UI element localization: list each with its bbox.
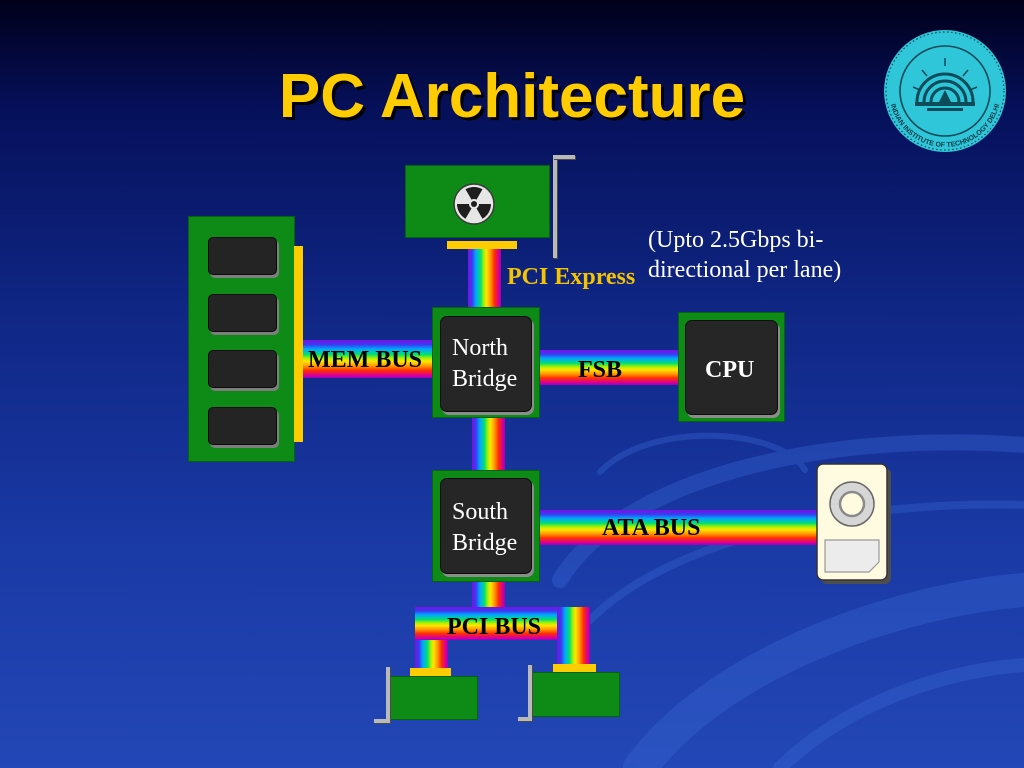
north-bridge-label-line1: North bbox=[452, 335, 508, 361]
pci-bus-label: PCI BUS bbox=[447, 614, 542, 640]
pci-card-left-bracket-vertical bbox=[386, 667, 390, 723]
pci-slot-right-connector bbox=[553, 664, 596, 672]
pci-card-right-bracket-vertical bbox=[528, 665, 532, 721]
pci-slot-left-link bbox=[415, 640, 448, 669]
ata-bus bbox=[540, 510, 820, 545]
slide-title: PC Architecture bbox=[278, 62, 746, 131]
south-bridge-label-line1: South bbox=[452, 499, 509, 525]
mem-bus-label: MEM BUS bbox=[308, 347, 422, 373]
pci-express-bracket-vertical bbox=[553, 155, 557, 258]
hard-disk-icon bbox=[816, 463, 891, 584]
south-bridge-label-line2: Bridge bbox=[452, 530, 518, 556]
memory-chip bbox=[208, 294, 277, 332]
north-bridge-chip bbox=[440, 316, 532, 412]
mem-bus bbox=[302, 340, 434, 378]
ata-bus-label: ATA BUS bbox=[602, 515, 701, 541]
fan-icon bbox=[453, 183, 495, 225]
cpu-label: CPU bbox=[705, 357, 755, 383]
memory-chip bbox=[208, 237, 277, 275]
north-south-link bbox=[472, 418, 505, 471]
pci-express-bracket-top bbox=[553, 155, 575, 159]
south-pci-link bbox=[472, 582, 505, 608]
pci-express-link bbox=[468, 249, 501, 308]
pci-card-right-bracket-bottom bbox=[518, 717, 532, 721]
south-bridge-chip bbox=[440, 478, 532, 574]
pci-card-left bbox=[390, 676, 478, 720]
pci-slot-right-link bbox=[557, 607, 590, 665]
pci-slot-left-connector bbox=[410, 668, 451, 676]
memory-chip bbox=[208, 407, 277, 445]
cpu-chip bbox=[685, 320, 778, 415]
iit-delhi-seal-logo: INDIAN INSTITUTE OF TECHNOLOGY DELHI bbox=[884, 30, 1006, 152]
pci-card-left-bracket-bottom bbox=[374, 719, 390, 723]
pci-express-label: PCI Express bbox=[507, 264, 636, 290]
pci-express-note-line1: (Upto 2.5Gbps bi- bbox=[648, 227, 824, 253]
pci-express-connector bbox=[447, 241, 517, 249]
fsb-label: FSB bbox=[578, 357, 623, 383]
fsb-bus bbox=[540, 350, 680, 385]
pci-express-note-line2: directional per lane) bbox=[648, 257, 842, 283]
memory-connector bbox=[294, 246, 303, 442]
north-bridge-label-line2: Bridge bbox=[452, 366, 518, 392]
memory-chip bbox=[208, 350, 277, 388]
pci-card-right bbox=[532, 672, 620, 717]
